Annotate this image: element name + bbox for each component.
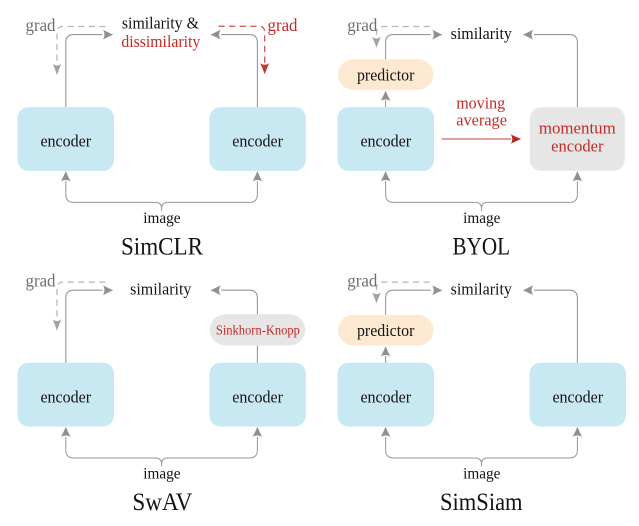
svg-text:encoder: encoder [360,387,411,406]
svg-text:SimCLR: SimCLR [121,234,203,261]
svg-text:average: average [456,110,507,129]
svg-text:Sinkhorn-Knopp: Sinkhorn-Knopp [216,323,300,338]
svg-text:predictor: predictor [357,321,415,340]
svg-text:encoder: encoder [40,132,91,151]
svg-text:grad: grad [26,15,56,35]
svg-text:encoder: encoder [551,137,604,156]
svg-text:SwAV: SwAV [132,489,192,516]
svg-text:image: image [143,210,180,227]
svg-text:predictor: predictor [357,65,415,84]
svg-text:grad: grad [347,271,377,291]
svg-text:grad: grad [347,15,377,35]
svg-text:encoder: encoder [552,387,603,406]
svg-text:encoder: encoder [232,132,283,151]
svg-text:grad: grad [26,271,56,291]
svg-text:image: image [463,210,500,227]
svg-text:BYOL: BYOL [453,234,511,261]
svg-text:momentum: momentum [539,118,616,137]
svg-text:moving: moving [456,94,505,113]
svg-text:similarity &: similarity & [122,14,199,33]
svg-text:image: image [143,466,180,483]
svg-text:grad: grad [268,15,298,35]
svg-text:encoder: encoder [40,387,91,406]
svg-text:SimSiam: SimSiam [440,489,523,516]
svg-text:image: image [463,466,500,483]
svg-text:dissimilarity: dissimilarity [121,32,200,51]
svg-text:encoder: encoder [360,132,411,151]
svg-text:similarity: similarity [130,280,192,299]
svg-text:similarity: similarity [451,24,513,43]
svg-text:similarity: similarity [451,280,513,299]
svg-text:encoder: encoder [232,387,283,406]
